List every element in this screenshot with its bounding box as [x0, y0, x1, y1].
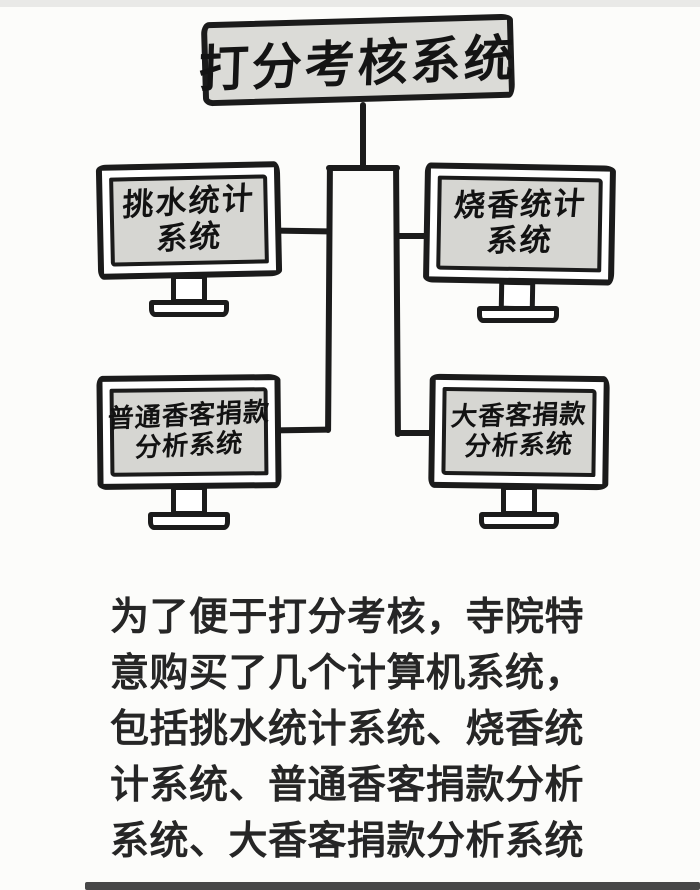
- monitor-label-line1: 挑水统计: [121, 180, 256, 224]
- connector-bottom-left: [273, 426, 331, 434]
- connector-crossbar: [326, 165, 400, 171]
- monitor-stand-base: [148, 512, 230, 530]
- monitor-label-line1: 大香客捐款: [450, 399, 589, 433]
- monitor-label-line2: 系统: [155, 217, 224, 258]
- connector-stem: [360, 102, 366, 169]
- caption-line: 包括挑水统计系统、烧香统: [110, 707, 585, 752]
- top-edge-strip: [0, 0, 700, 7]
- caption-line: 系统、大香客捐款分析系统: [110, 819, 585, 864]
- monitor-label-line2: 分析系统: [134, 428, 245, 464]
- caption-text: 为了便于打分考核，寺院特 意购买了几个计算机系统， 包括挑水统计系统、烧香统 计…: [110, 590, 610, 870]
- connector-top-right: [396, 233, 432, 239]
- monitor-screen: 烧香统计 系统: [436, 175, 603, 273]
- caption-line: 意购买了几个计算机系统，: [110, 651, 585, 696]
- monitor-screen: 大香客捐款 分析系统: [441, 386, 597, 478]
- title-label: 打分考核系统: [197, 29, 518, 99]
- monitor-label-line2: 系统: [484, 222, 554, 260]
- monitor-screen: 普通香客捐款 分析系统: [107, 387, 271, 477]
- monitor-label-line1: 烧香统计: [452, 186, 588, 225]
- monitor-water-stats: 挑水统计 系统: [95, 161, 283, 280]
- connector-top-left: [273, 227, 331, 235]
- monitor-incense-stats: 烧香统计 系统: [422, 162, 617, 286]
- monitor-stand-base: [149, 300, 229, 317]
- caption-line: 为了便于打分考核，寺院特: [110, 595, 585, 640]
- monitor-stand-base: [477, 306, 559, 323]
- title-box: 打分考核系统: [197, 13, 518, 107]
- caption-line: 计系统、普通香客捐款分析: [110, 763, 585, 808]
- monitor-ordinary-donor-analysis: 普通香客捐款 分析系统: [96, 374, 282, 490]
- monitor-vip-donor-analysis: 大香客捐款 分析系统: [428, 373, 610, 491]
- connector-bottom-right: [396, 430, 438, 436]
- monitor-screen: 挑水统计 系统: [109, 174, 269, 267]
- bottom-cropped-text-bar: [85, 882, 700, 890]
- monitor-stand-base: [479, 512, 559, 529]
- connector-left-rail: [325, 164, 333, 434]
- monitor-label-line2: 分析系统: [463, 429, 575, 463]
- connector-right-rail: [393, 164, 401, 438]
